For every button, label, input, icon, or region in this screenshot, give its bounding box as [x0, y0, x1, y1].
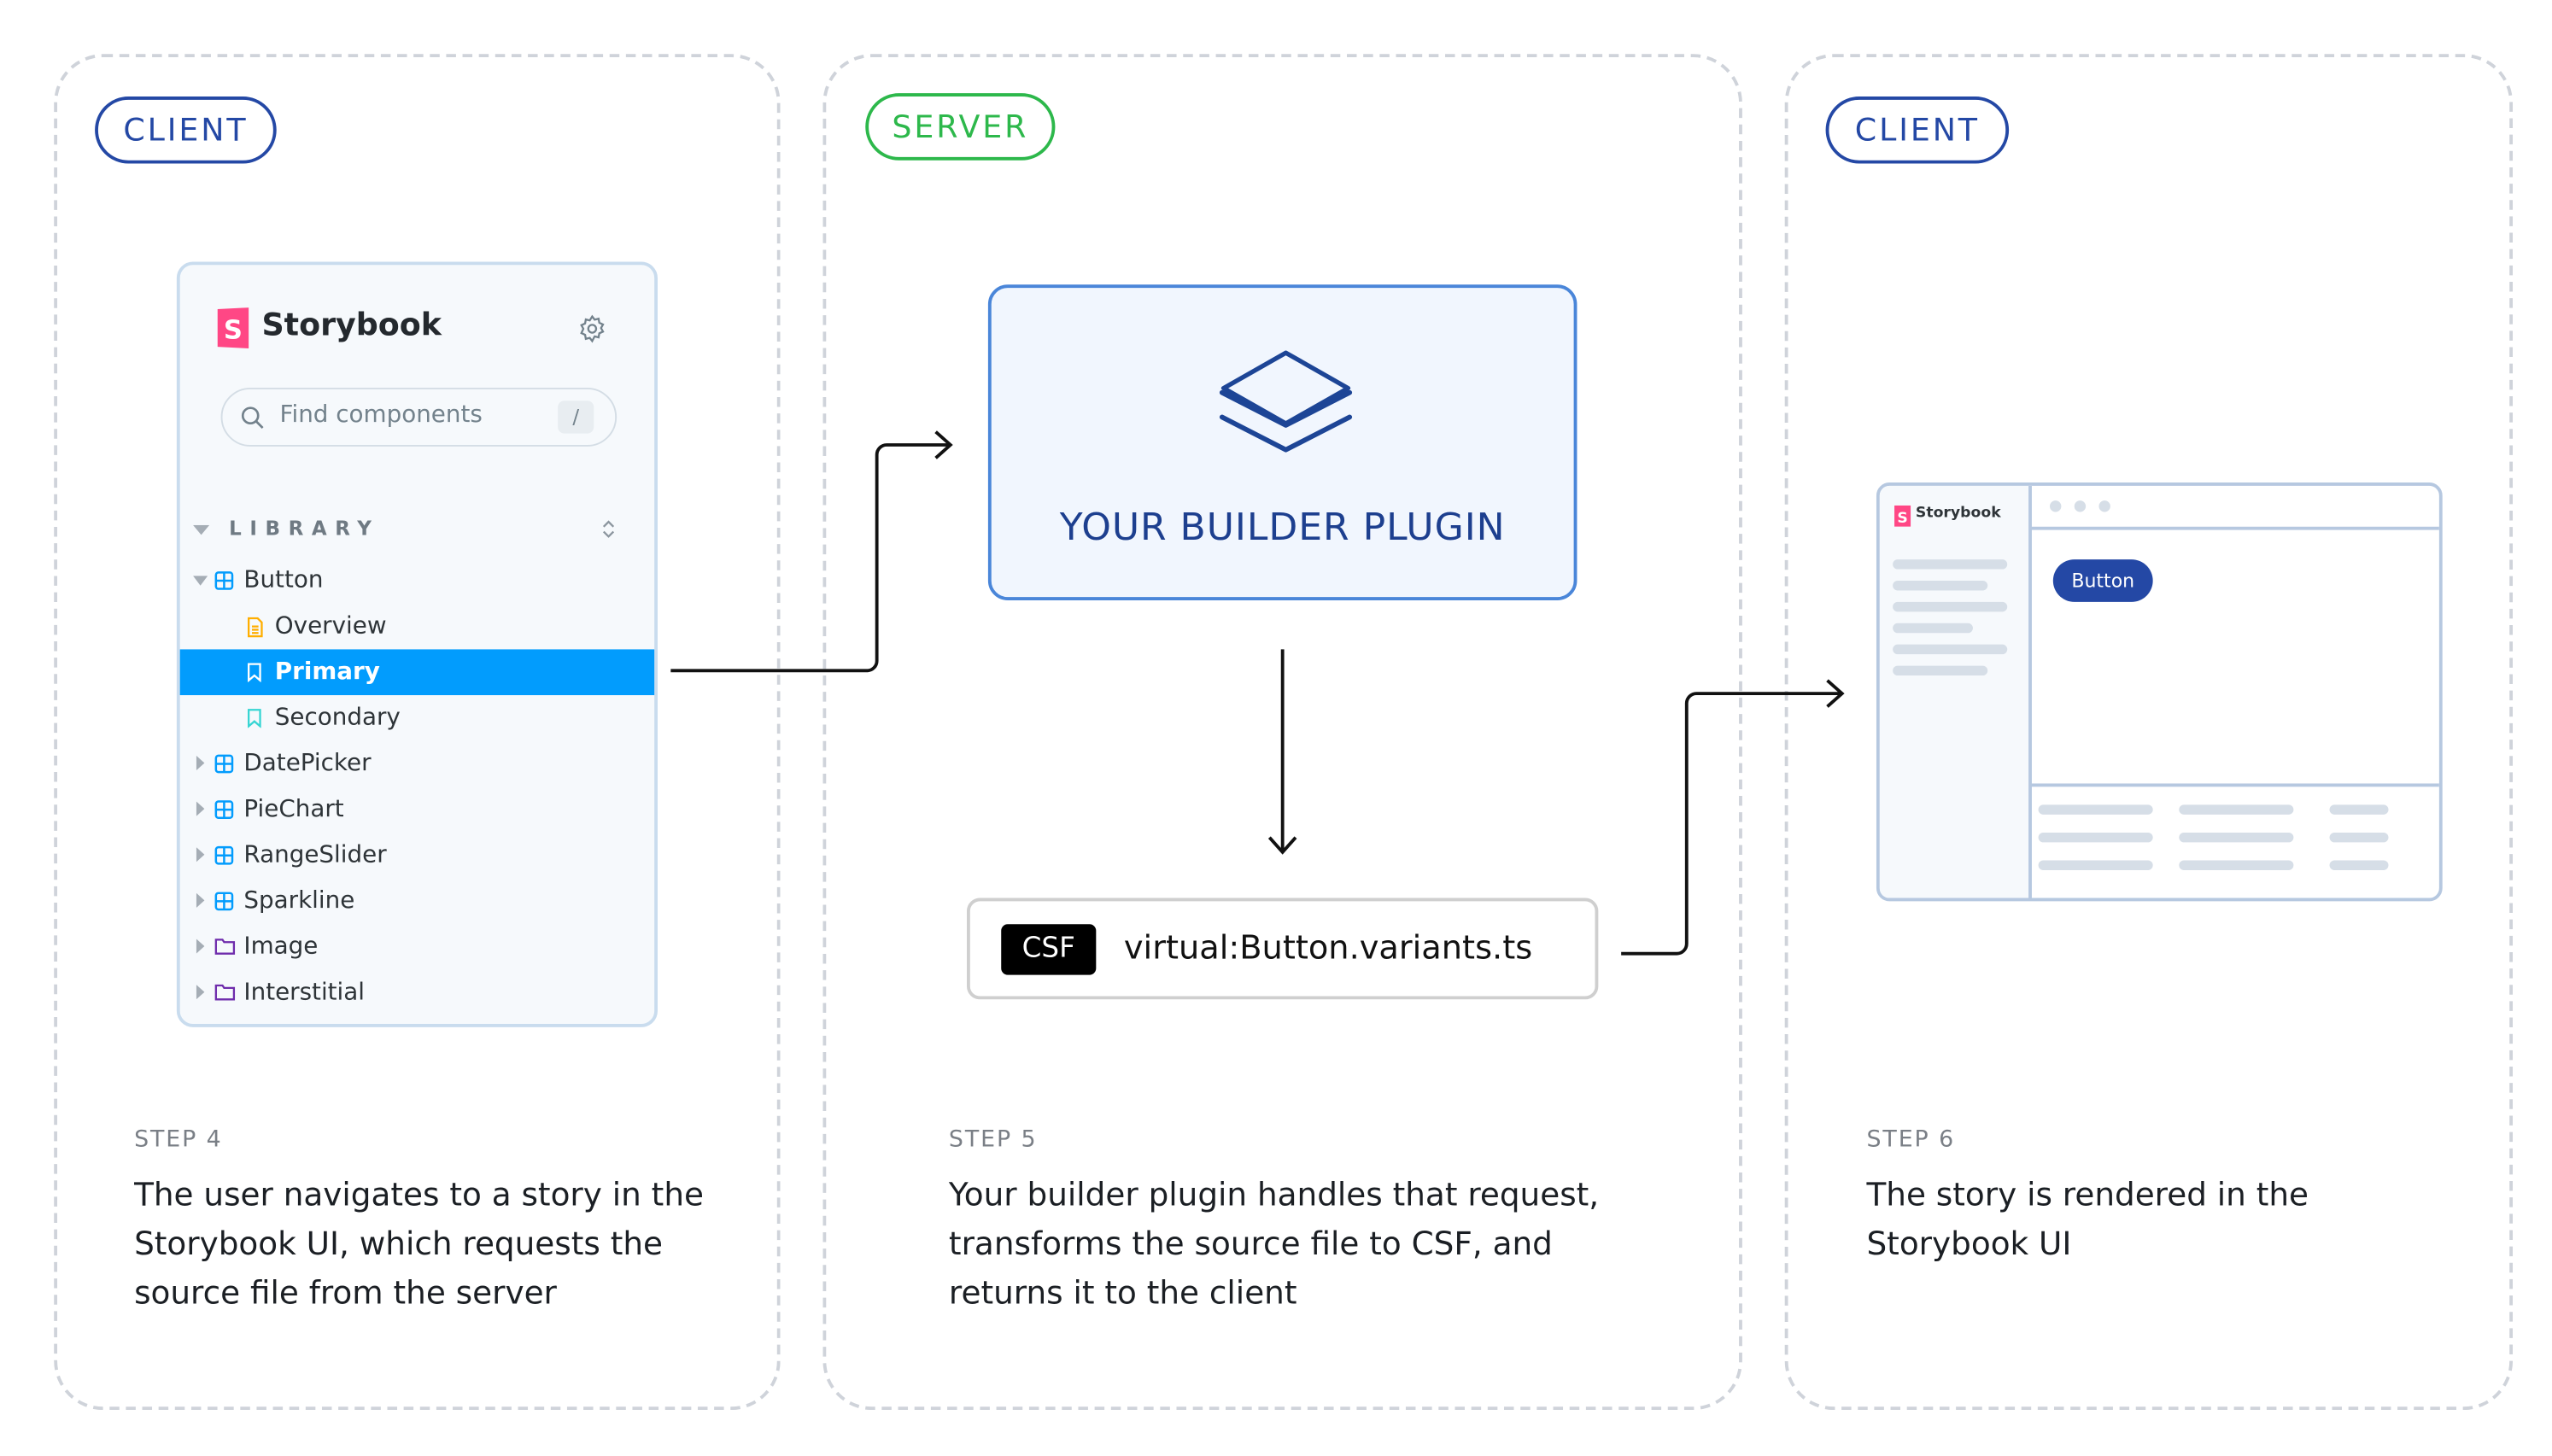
tree-item-interstitial[interactable]: Interstitial — [180, 970, 654, 1016]
csf-badge: CSF — [1001, 924, 1097, 975]
step-description: The story is rendered in the Storybook U… — [1866, 1176, 2309, 1263]
step-label: STEP 6 — [1866, 1126, 1956, 1154]
search-input[interactable]: Find components / — [220, 387, 618, 447]
tree-item-label: Primary — [274, 658, 380, 686]
csf-filename: virtual:Button.variants.ts — [1123, 927, 1533, 968]
tree-item-label: Sparkline — [243, 888, 355, 915]
section-label: LIBRARY — [229, 517, 380, 541]
client-panel-right — [1784, 54, 2514, 1411]
svg-text:S: S — [224, 315, 243, 345]
preview-brand: Storybook — [1915, 505, 2001, 523]
step-label: STEP 4 — [134, 1126, 223, 1154]
storybook-logo-icon: S — [1894, 505, 1911, 527]
caret-down-icon[interactable] — [193, 524, 210, 535]
placeholder-line — [1893, 665, 1988, 676]
placeholder-line — [2179, 860, 2294, 870]
builder-plugin-title: YOUR BUILDER PLUGIN — [1059, 506, 1506, 550]
tree-item-label: Button — [243, 567, 324, 594]
tree-item-secondary[interactable]: Secondary — [180, 695, 654, 741]
placeholder-line — [2329, 860, 2389, 870]
placeholder-line — [1893, 559, 2008, 570]
tree-item-primary[interactable]: Primary — [179, 649, 655, 696]
tree-item-label: Secondary — [274, 705, 401, 732]
addons-divider — [2030, 783, 2439, 787]
tree-item-piechart[interactable]: PieChart — [180, 786, 654, 833]
tree-item-label: RangeSlider — [243, 842, 387, 869]
tree-item-rangeslider[interactable]: RangeSlider — [180, 833, 654, 879]
arrow-csf-to-preview — [1621, 679, 1845, 956]
placeholder-line — [1893, 580, 1988, 591]
brand-name: Storybook — [261, 307, 442, 344]
step-description: Your builder plugin handles that request… — [948, 1176, 1600, 1313]
arrow-sidebar-to-plugin — [670, 430, 953, 673]
placeholder-line — [2038, 804, 2153, 815]
search-placeholder: Find components — [279, 402, 483, 429]
placeholder-line — [2179, 804, 2294, 815]
layers-icon — [1219, 350, 1353, 453]
toolbar-divider — [2030, 526, 2439, 530]
gear-icon[interactable] — [577, 314, 606, 343]
server-panel — [822, 54, 1742, 1411]
step-label: STEP 5 — [948, 1126, 1038, 1154]
tree-item-button[interactable]: Button — [180, 558, 654, 604]
window-dots — [2049, 500, 2110, 512]
rendered-button[interactable]: Button — [2052, 559, 2153, 602]
preview-sidebar — [1879, 485, 2032, 898]
placeholder-line — [1893, 601, 2008, 612]
client-badge: CLIENT — [95, 96, 277, 164]
storybook-logo-icon: S — [217, 307, 249, 348]
client-panel-left — [54, 54, 781, 1411]
tree-item-label: Image — [243, 933, 319, 961]
csf-file-box: CSF virtual:Button.variants.ts — [967, 898, 1599, 1000]
placeholder-line — [1893, 644, 2008, 655]
arrow-plugin-to-csf — [1267, 649, 1297, 855]
search-shortcut: / — [558, 401, 594, 434]
placeholder-line — [2038, 860, 2153, 870]
tree-item-datepicker[interactable]: DatePicker — [180, 741, 654, 787]
placeholder-line — [2038, 832, 2153, 843]
tree-item-overview[interactable]: Overview — [180, 604, 654, 650]
placeholder-line — [2329, 804, 2389, 815]
storybook-preview: S Storybook Button — [1876, 482, 2443, 902]
storybook-sidebar: S Storybook Find components / LIBRARY Bu… — [176, 261, 658, 1027]
tree-item-label: Overview — [274, 613, 387, 640]
placeholder-line — [2329, 832, 2389, 843]
expand-collapse-icon[interactable] — [602, 518, 615, 540]
placeholder-line — [2179, 832, 2294, 843]
search-icon — [241, 406, 264, 430]
tree-item-sparkline[interactable]: Sparkline — [180, 879, 654, 925]
placeholder-line — [1893, 623, 1973, 634]
tree-item-label: Interstitial — [243, 979, 366, 1006]
builder-plugin-box: YOUR BUILDER PLUGIN — [987, 284, 1577, 600]
tree-item-label: PieChart — [243, 796, 344, 823]
tree-item-label: DatePicker — [243, 751, 372, 777]
step-description: The user navigates to a story in the Sto… — [134, 1176, 704, 1313]
tree-item-image[interactable]: Image — [180, 924, 654, 970]
svg-text:S: S — [1897, 510, 1907, 527]
server-badge: SERVER — [865, 93, 1056, 161]
client-badge: CLIENT — [1825, 96, 2010, 164]
